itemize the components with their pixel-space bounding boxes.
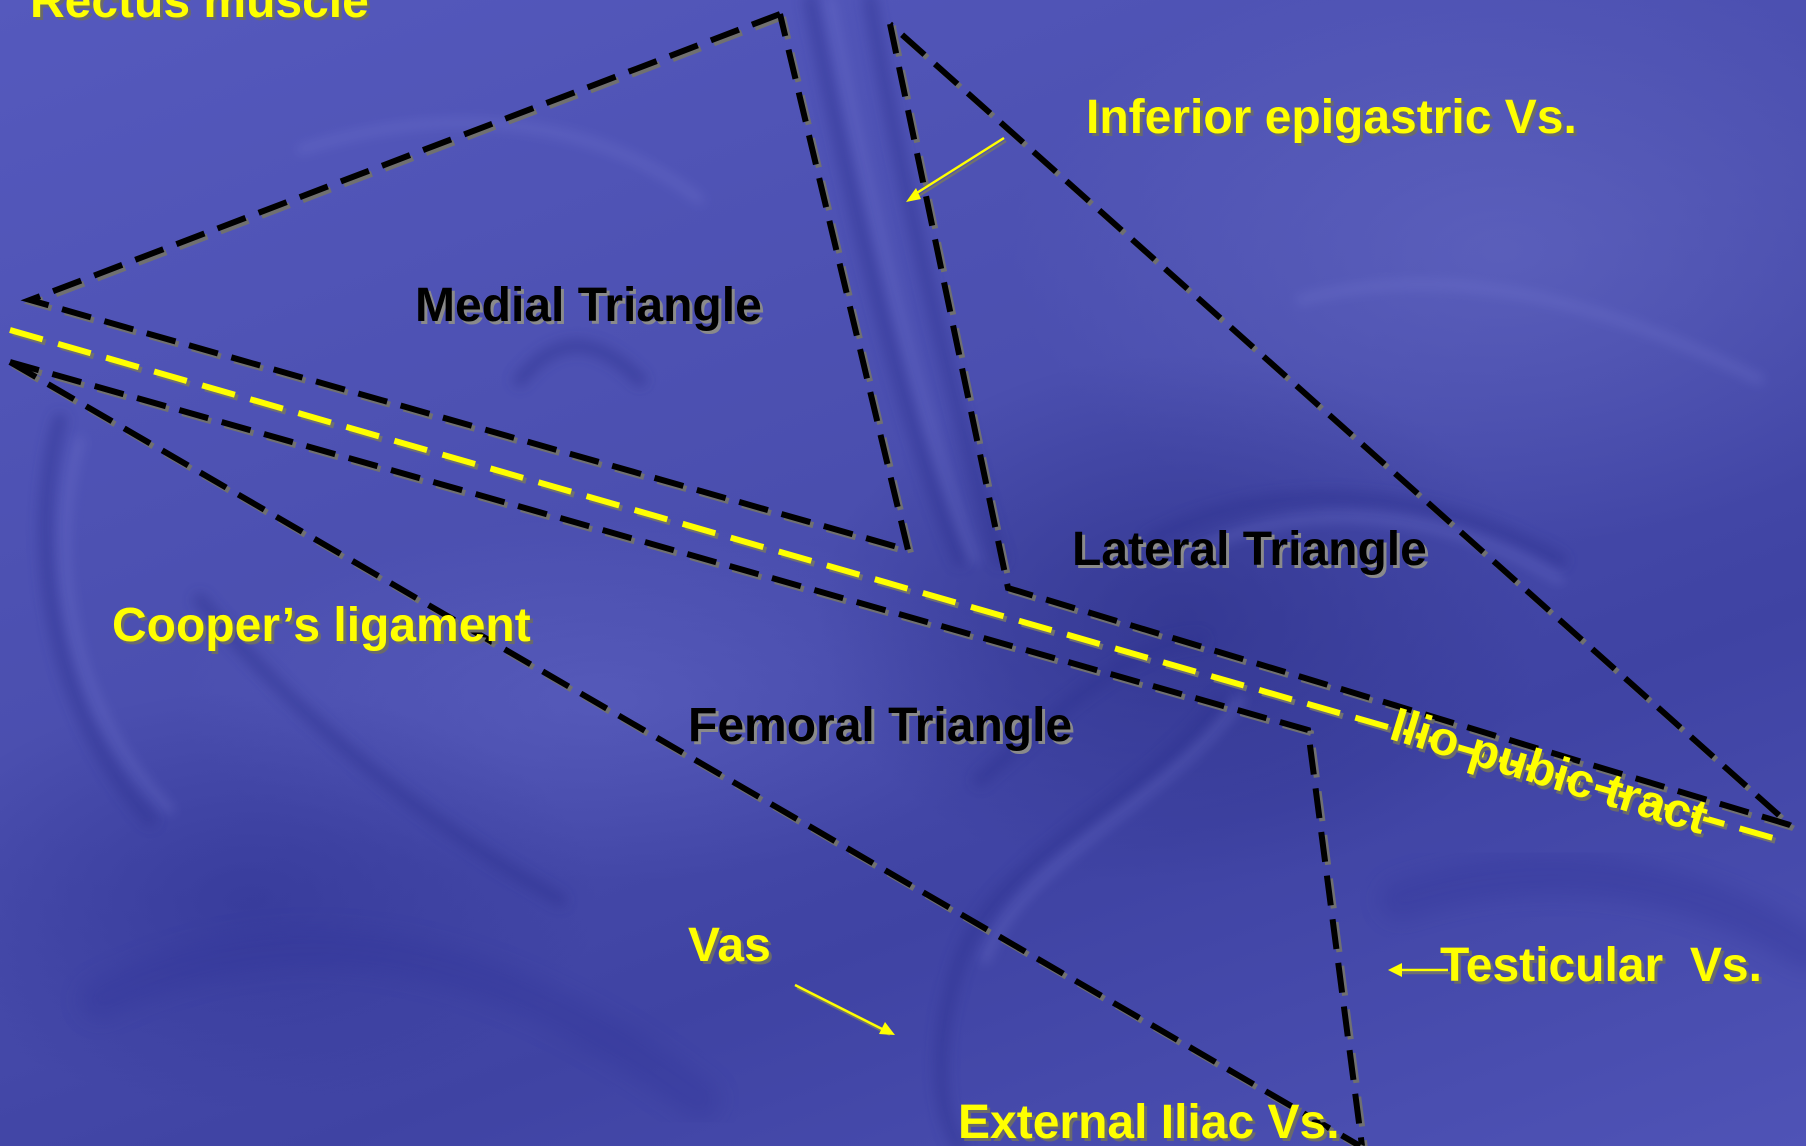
testicular-arrow bbox=[1388, 963, 1450, 977]
medial-triangle-outline bbox=[20, 11, 916, 558]
vas-arrow bbox=[794, 983, 895, 1037]
rectus-muscle-label: Rectus muscle bbox=[30, 0, 369, 28]
inferior-epigastric-label: Inferior epigastric Vs. bbox=[1086, 91, 1577, 144]
external-iliac-label: External Iliac Vs. bbox=[958, 1096, 1340, 1146]
lateral-triangle-label: Lateral Triangle bbox=[1072, 523, 1427, 576]
inferior-epigastric-arrow bbox=[906, 136, 1007, 202]
femoral-triangle-label: Femoral Triangle bbox=[688, 699, 1073, 752]
vas-label: Vas bbox=[688, 919, 771, 972]
anatomy-texture bbox=[38, 0, 1806, 1146]
coopers-ligament-label: Cooper’s ligament bbox=[112, 599, 531, 652]
medial-triangle-label: Medial Triangle bbox=[415, 279, 762, 332]
femoral-triangle-outline bbox=[8, 359, 1368, 1146]
lateral-triangle-outline bbox=[887, 21, 1795, 831]
iliopubic-tract-line bbox=[9, 327, 1784, 846]
testicular-label: Testicular Vs. bbox=[1440, 939, 1762, 992]
